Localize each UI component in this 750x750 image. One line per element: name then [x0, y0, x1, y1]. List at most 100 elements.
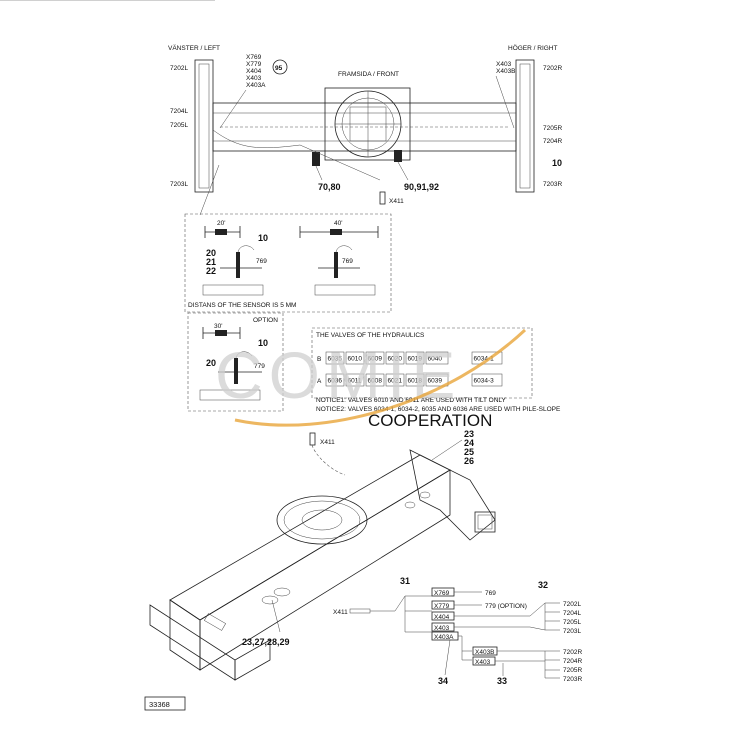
valve-cell: 6035	[328, 356, 343, 363]
valve-cell: 6009	[368, 356, 383, 363]
left-connector-3: X404	[246, 68, 262, 75]
dim-20: 20'	[217, 220, 225, 227]
option-part-20: 20	[206, 358, 216, 368]
valve-cell-border	[405, 351, 425, 365]
wire-box-x403a: X403A	[434, 634, 454, 641]
x411-plug	[379, 191, 386, 205]
part-70-80-label: 70,80	[318, 182, 341, 192]
left-connector-1: X769	[246, 54, 262, 61]
part-34: 34	[438, 676, 448, 686]
dim-30: 30'	[214, 323, 222, 330]
row-a-label: A	[317, 378, 322, 385]
notice-2: NOTICE2: VALVES 6034-1, 6034-2, 6035 AND…	[316, 406, 561, 413]
part-26: 26	[464, 456, 474, 466]
watermark-sub: COOPERATION	[368, 411, 492, 430]
part-90-label: 90,91,92	[404, 182, 439, 192]
top-view: VÄNSTER / LEFT HÖGER / RIGHT FRAMSIDA / …	[168, 44, 562, 216]
left-side-label: VÄNSTER / LEFT	[168, 44, 220, 52]
part-24: 24	[464, 438, 474, 448]
valve-cell-border	[471, 351, 503, 365]
right-connector-2: X403B	[496, 68, 516, 75]
figure-number: 33368	[149, 700, 170, 709]
part-23-29-label: 23,27,28,29	[242, 637, 290, 647]
left-connector-5: X403A	[246, 82, 266, 89]
right-end-beam	[515, 59, 535, 193]
wire-out-769: 769	[485, 590, 496, 597]
wire-box-x779: X779	[434, 603, 450, 610]
dim-40: 40'	[334, 220, 342, 227]
left-connector-2: X779	[246, 61, 262, 68]
valve-cell-border	[325, 373, 345, 387]
figure-number-box	[144, 696, 186, 711]
option-label: OPTION	[253, 317, 278, 324]
valve-cell: 6021	[388, 378, 403, 385]
isometric-view: X411 23 24 25 26 23,27,28,29	[0, 0, 496, 681]
wire-box-x403-right: X403	[475, 659, 491, 666]
detail-part-10: 10	[258, 233, 268, 243]
wire-box-x769: X769	[434, 590, 450, 597]
valves-title: THE VALVES OF THE HYDRAULICS	[316, 332, 425, 339]
valve-cell-border	[425, 351, 449, 365]
valve-cell: 6036	[328, 378, 343, 385]
iso-front-cross	[149, 604, 236, 681]
right-connector-1: X403	[496, 61, 512, 68]
wire-target-7202l: 7202L	[563, 601, 581, 608]
part-10-label: 10	[552, 158, 562, 168]
wire-target-7203r: 7203R	[563, 676, 582, 683]
part-25: 25	[464, 447, 474, 457]
top-x411-label: X411	[389, 198, 404, 205]
detail-part-20: 20	[206, 248, 216, 258]
valve-cell: 6019	[408, 356, 423, 363]
watermark-swoosh	[234, 328, 527, 427]
sensor-7202r: 7202R	[543, 65, 562, 72]
cable-run	[212, 129, 381, 181]
valve-cell-border	[425, 373, 449, 387]
sensor-distance-note: DISTANS OF THE SENSOR IS 5 MM	[188, 302, 296, 309]
valve-cell-border	[365, 351, 385, 365]
part-33: 33	[497, 676, 507, 686]
valve-cell: 6040	[428, 356, 443, 363]
sensor-7202l: 7202L	[170, 65, 188, 72]
valve-cell: 6008	[368, 378, 383, 385]
detail-part-21: 21	[206, 257, 216, 267]
label-779: 779	[254, 363, 265, 370]
valve-cell: 6039	[428, 378, 443, 385]
circle-marker	[272, 59, 288, 75]
sensor-7205l: 7205L	[170, 122, 188, 129]
part-31: 31	[400, 576, 410, 586]
valve-cell-border	[345, 373, 365, 387]
label-769-b: 769	[342, 258, 353, 265]
valve-cell-border	[471, 373, 503, 387]
part-23: 23	[464, 429, 474, 439]
sensor-block-90	[394, 150, 402, 162]
valve-cell-border	[325, 351, 345, 365]
front-label: FRAMSIDA / FRONT	[338, 71, 399, 78]
valve-cell-border	[385, 351, 405, 365]
valve-cell: 6034-1	[474, 356, 495, 363]
wire-target-7204r: 7204R	[563, 658, 582, 665]
label-769-a: 769	[256, 258, 267, 265]
wire-target-7204l: 7204L	[563, 610, 581, 617]
main-beam	[212, 102, 517, 152]
wire-out-779: 779 (OPTION)	[485, 603, 527, 610]
valve-cell: 6018	[408, 378, 423, 385]
watermark: COMIE COOPERATION	[215, 328, 527, 430]
center-housing	[324, 87, 411, 161]
part-32: 32	[538, 580, 548, 590]
valve-cell: 6010	[348, 356, 363, 363]
wiring-schematic: 31 32 33 34 X411 X769 X779 X404 X403 X40…	[333, 576, 582, 686]
valve-cell: 6020	[388, 356, 403, 363]
iso-rear-end	[409, 449, 496, 541]
right-side-label: HÖGER / RIGHT	[508, 44, 558, 52]
iso-beam-side	[199, 469, 451, 671]
sensor-7204l: 7204L	[170, 108, 188, 115]
valve-cell-border	[385, 373, 405, 387]
wire-target-7205r: 7205R	[563, 667, 582, 674]
iso-beam-top	[169, 454, 451, 621]
wire-box-x404: X404	[434, 614, 450, 621]
option-detail-box: OPTION 30' 10 20 779	[187, 312, 284, 412]
sensor-7203l: 7203L	[170, 181, 188, 188]
